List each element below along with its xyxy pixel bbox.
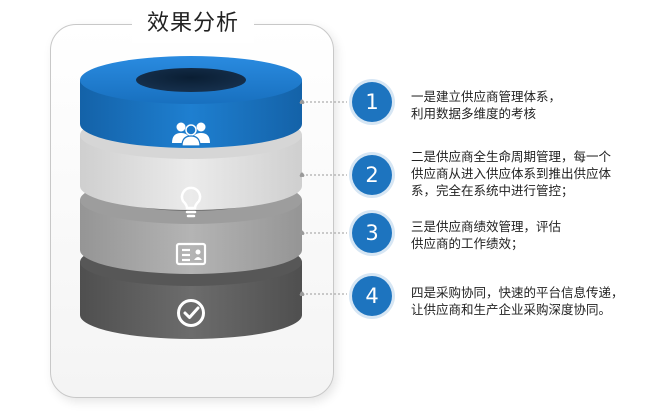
step-1-badge: 1: [352, 82, 392, 122]
step-4-text: 四是采购协同，快速的平台信息传递， 让供应商和生产企业采购深度协同。: [411, 284, 661, 318]
step-1-line-2: 利用数据多维度的考核: [411, 106, 537, 121]
page-title: 效果分析: [132, 5, 254, 43]
step-3-line-1: 三是供应商绩效管理，评估: [411, 219, 562, 234]
step-2-line-1: 二是供应商全生命周期管理，每一个: [411, 149, 612, 164]
id-card-icon: [175, 242, 207, 266]
step-2-text: 二是供应商全生命周期管理，每一个 供应商从进入供应体系到推出供应体 系，完全在系…: [411, 148, 661, 199]
step-4-line-1: 四是采购协同，快速的平台信息传递，: [411, 285, 624, 300]
step-1-line-1: 一是建立供应商管理体系，: [411, 89, 562, 104]
step-4-badge: 4: [352, 276, 392, 316]
step-2-line-2: 供应商从进入供应体系到推出供应体: [411, 166, 612, 181]
lightbulb-icon: [180, 186, 202, 218]
check-circle-icon: [177, 299, 205, 327]
team-icon: [172, 122, 210, 147]
step-3-text: 三是供应商绩效管理，评估 供应商的工作绩效；: [411, 218, 661, 252]
step-3-badge: 3: [352, 213, 392, 253]
step-1-text: 一是建立供应商管理体系， 利用数据多维度的考核: [411, 88, 661, 122]
step-3-line-2: 供应商的工作绩效；: [411, 236, 524, 251]
step-2-line-3: 系，完全在系统中进行管控；: [411, 183, 574, 198]
step-2-badge: 2: [352, 155, 392, 195]
layer-1: [80, 56, 302, 148]
step-4-line-2: 让供应商和生产企业采购深度协同。: [411, 302, 612, 317]
